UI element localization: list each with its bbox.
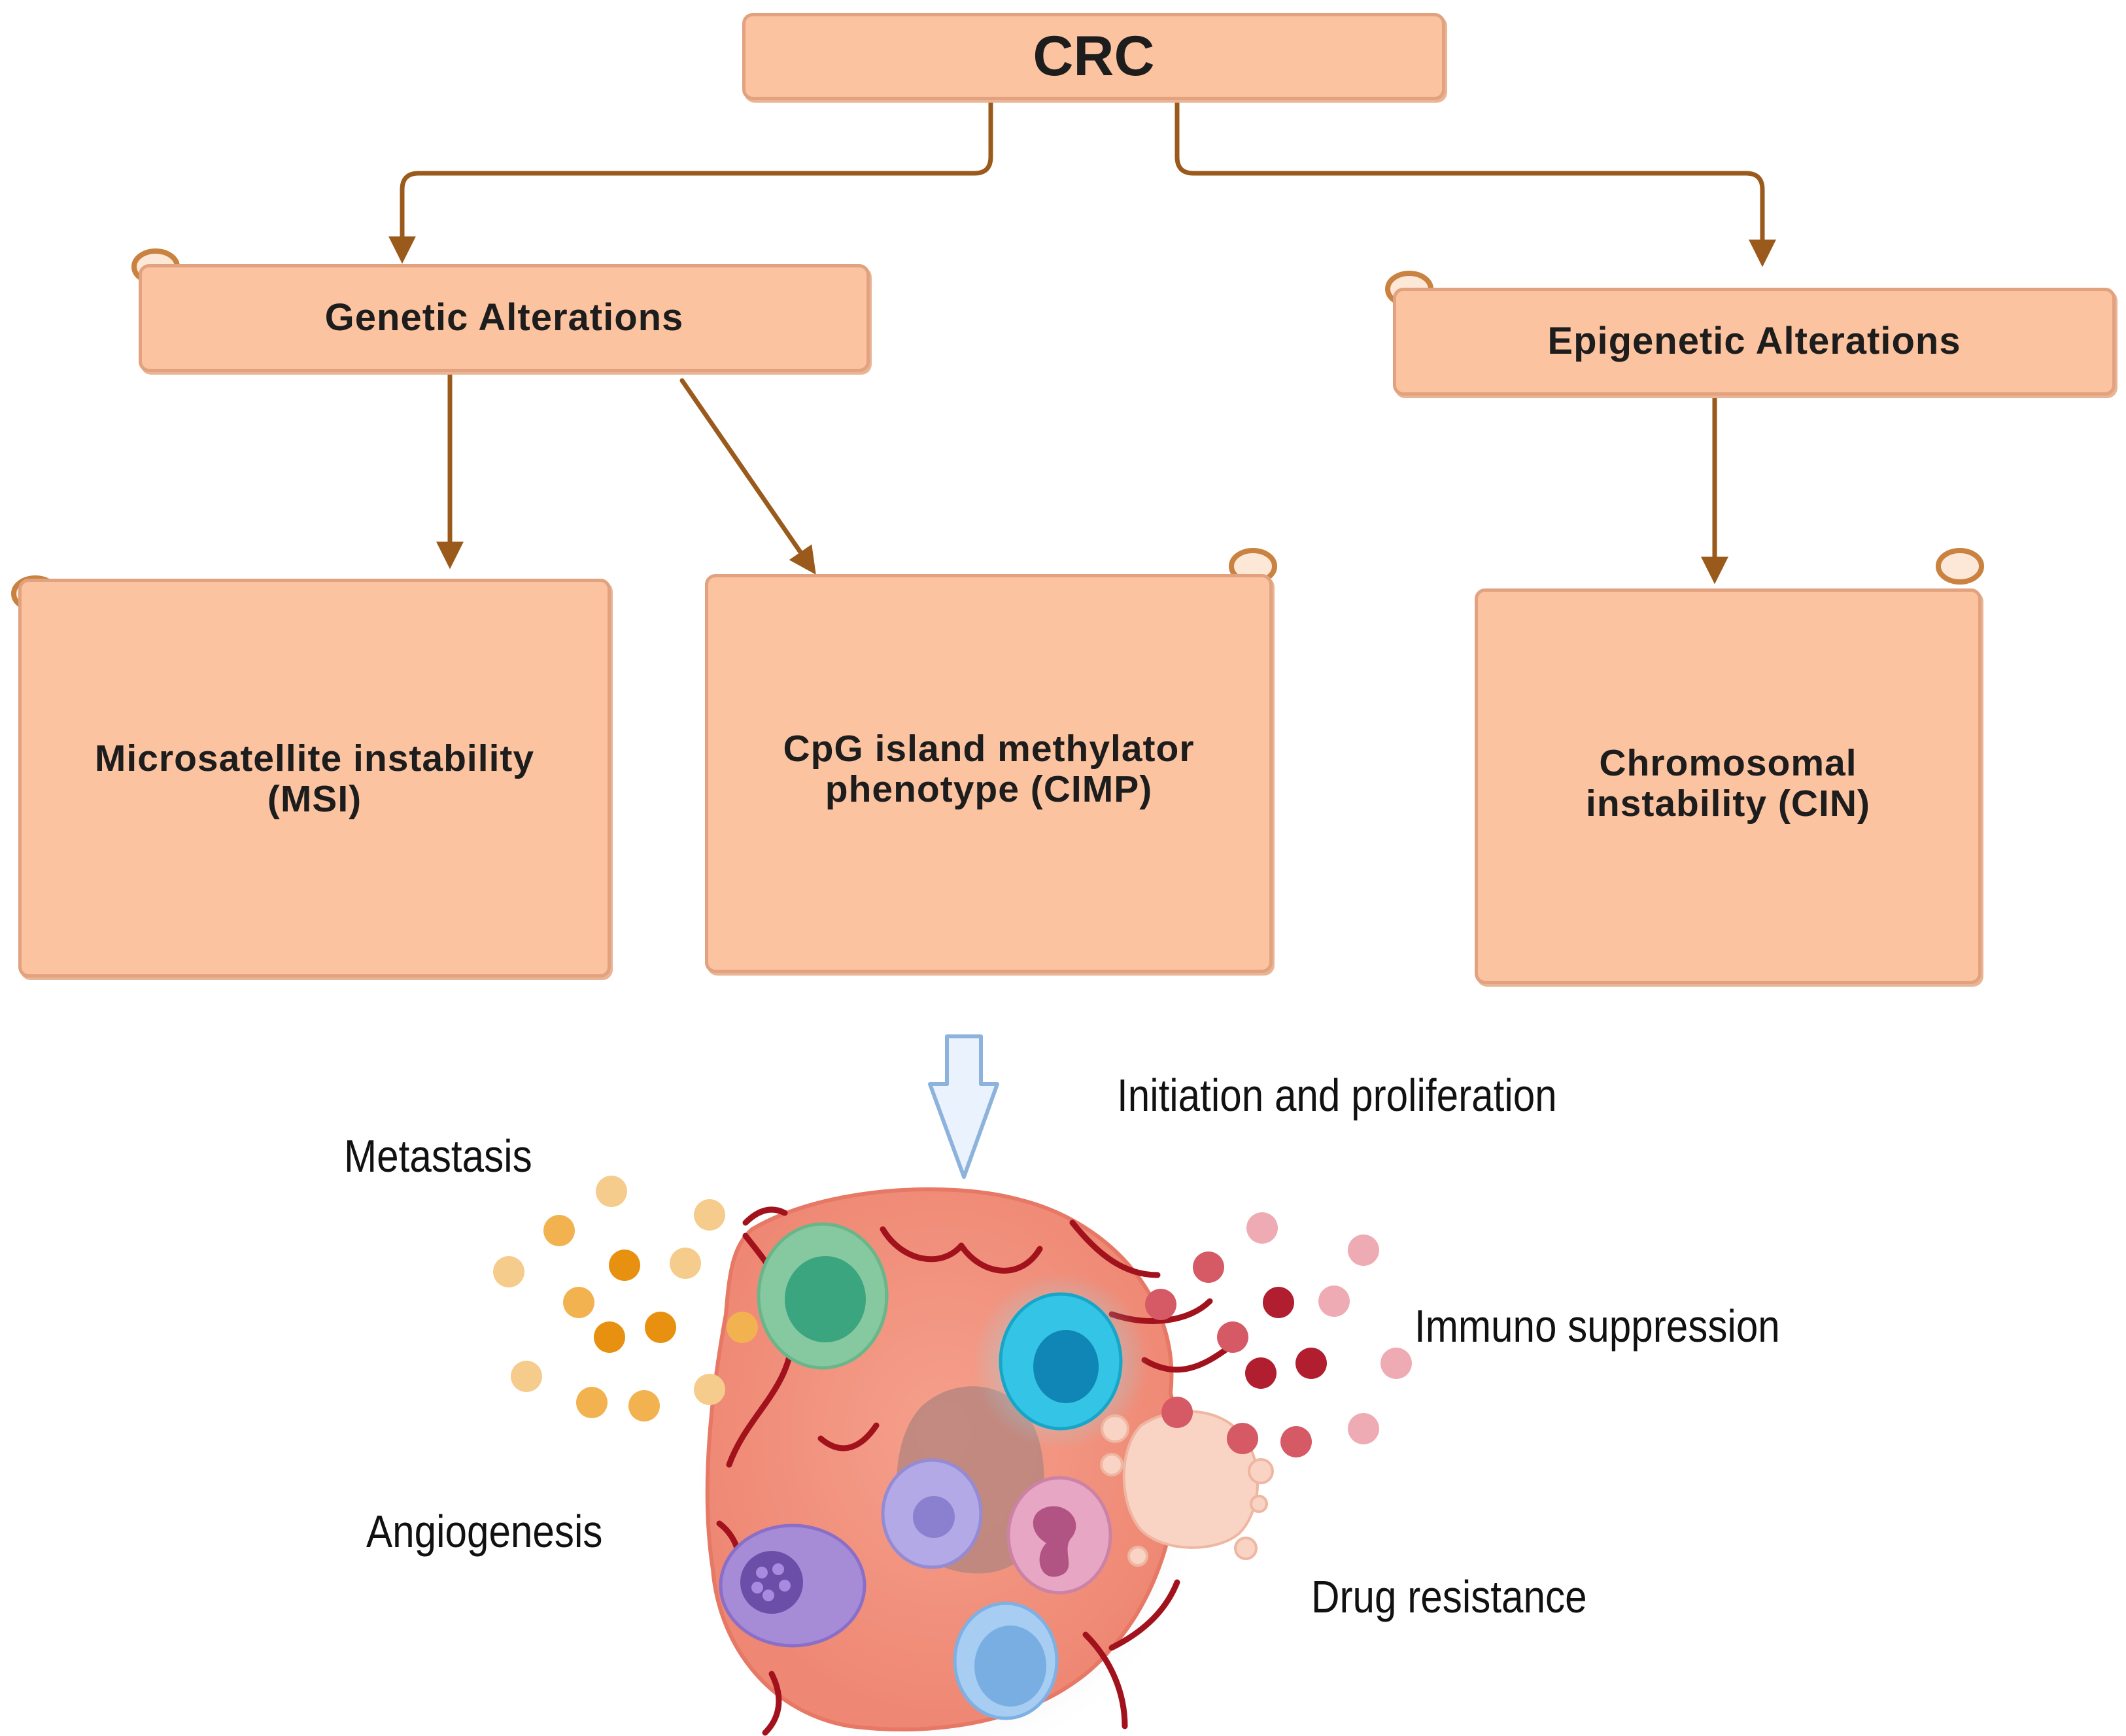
angiogenesis-label: Angiogenesis	[366, 1506, 603, 1557]
immuno-suppression-label: Immuno suppression	[1414, 1301, 1780, 1352]
immune-particles	[1145, 1212, 1412, 1457]
arrow-crc-to-genetic	[388, 99, 993, 264]
epigenetic-alterations-label: Epigenetic Alterations	[1547, 320, 1961, 363]
cimp-box: CpG island methylator phenotype (CIMP)	[705, 574, 1273, 973]
epigenetic-alterations-box: Epigenetic Alterations	[1393, 288, 2116, 396]
apoptotic-cell	[1100, 1410, 1274, 1567]
crc-box: CRC	[742, 13, 1445, 100]
cin-box: Chromosomal instability (CIN)	[1475, 588, 1981, 984]
knob-cin	[1936, 548, 1984, 585]
genetic-alterations-box: Genetic Alterations	[139, 264, 870, 372]
down-arrow-icon	[928, 1034, 999, 1179]
msi-box: Microsatellite instability (MSI)	[18, 579, 611, 978]
initiation-label: Initiation and proliferation	[1117, 1070, 1557, 1121]
genetic-alterations-label: Genetic Alterations	[324, 296, 684, 339]
drug-resistance-label: Drug resistance	[1311, 1571, 1587, 1622]
crc-label: CRC	[1033, 25, 1155, 88]
arrow-genetic-to-cimp	[679, 378, 816, 575]
metastasis-label: Metastasis	[344, 1131, 532, 1182]
msi-label: Microsatellite instability (MSI)	[94, 738, 535, 820]
tumor-illustration	[690, 1187, 1274, 1736]
cimp-label: CpG island methylator phenotype (CIMP)	[783, 728, 1195, 810]
cin-label: Chromosomal instability (CIN)	[1585, 742, 1870, 825]
metastasis-particles	[493, 1176, 758, 1421]
connector-arrows	[388, 99, 1776, 585]
arrow-crc-to-epigenetic	[1174, 99, 1776, 267]
